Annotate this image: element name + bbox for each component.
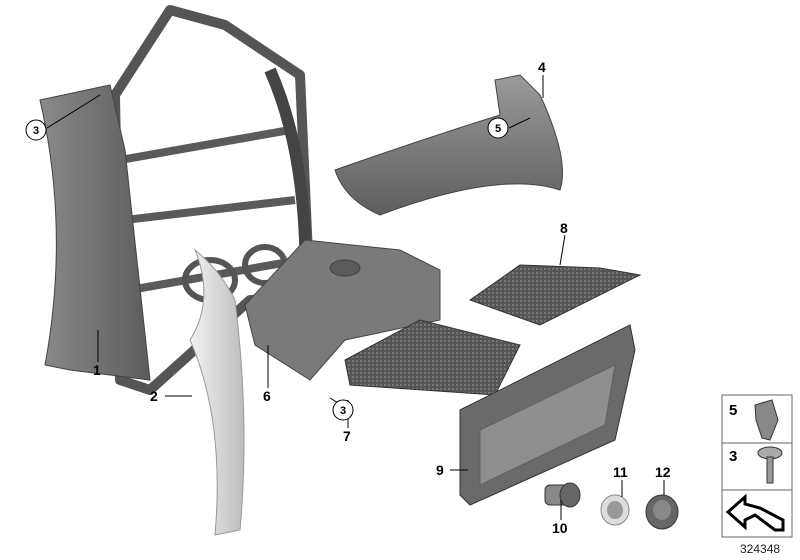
- callout-2: 2: [150, 388, 158, 404]
- legend: 5 3: [721, 394, 793, 538]
- legend-5: 5: [729, 402, 737, 419]
- upper-trim: [334, 74, 563, 216]
- mat: [468, 264, 642, 326]
- callout-11: 11: [613, 464, 628, 480]
- callout-5-circle: [487, 117, 509, 139]
- document-number: 324348: [740, 542, 780, 556]
- callout-7: 7: [343, 428, 351, 444]
- callout-5: 5: [495, 123, 501, 135]
- cap: [645, 494, 679, 530]
- callout-3: 3: [33, 125, 39, 137]
- trim-strip: [189, 248, 245, 536]
- box-lid-knob: [329, 259, 361, 277]
- callout-12: 12: [655, 464, 671, 480]
- callout-8: 8: [560, 220, 568, 236]
- callout-4: 4: [538, 59, 546, 75]
- clip-icon: [754, 399, 779, 441]
- ring: [600, 494, 630, 526]
- callout-3b-circle: [332, 399, 354, 421]
- socket: [544, 482, 581, 508]
- tray: [344, 319, 521, 396]
- callout-1: 1: [93, 362, 101, 378]
- storage-box: [244, 239, 441, 381]
- callout-9: 9: [436, 462, 444, 478]
- callout-3b: 3: [340, 405, 346, 417]
- callout-3-circle: [25, 119, 47, 141]
- legend-3: 3: [729, 448, 737, 465]
- callout-10: 10: [552, 520, 568, 536]
- screw-icon: [757, 446, 783, 484]
- callout-6: 6: [263, 388, 271, 404]
- arrow-icon: [725, 493, 785, 532]
- bezel: [459, 324, 636, 506]
- side-panel: [39, 84, 151, 381]
